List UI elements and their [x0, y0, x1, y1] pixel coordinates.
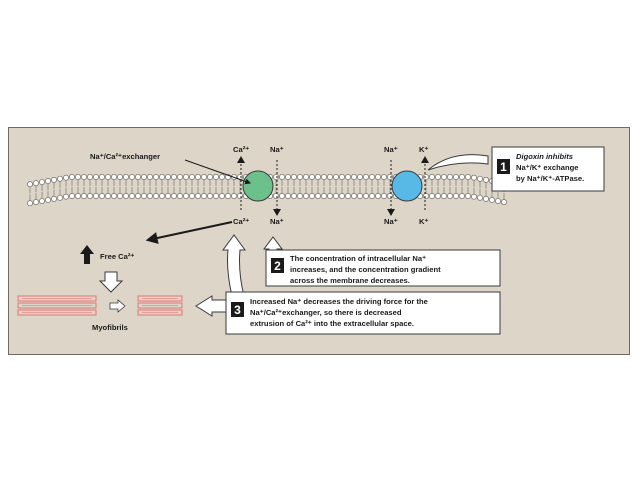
- callout-3-line-1: Increased Na⁺ decreases the driving forc…: [250, 297, 428, 306]
- callout-3-line-3: extrusion of Ca²⁺ into the extracellular…: [250, 319, 414, 328]
- exchanger-label: Na⁺/Ca²⁺exchanger: [90, 152, 160, 161]
- callout-1-line-3: by Na⁺/K⁺-ATPase.: [516, 174, 584, 183]
- step-1-number: 1: [500, 160, 507, 174]
- up-arrow-icon: [80, 245, 94, 264]
- ion-label-k-top: K⁺: [419, 145, 429, 154]
- myofibril-contracted: [137, 295, 183, 316]
- callout-3-pointer-up: [222, 234, 246, 297]
- cell-membrane: [27, 174, 507, 207]
- ion-label-na-top-2: Na⁺: [384, 145, 398, 154]
- callout-1-box: [491, 146, 605, 192]
- myofibrils-label: Myofibrils: [92, 323, 128, 332]
- callout-3-pointer-left: [195, 295, 231, 317]
- calcium-arrow: [145, 221, 233, 244]
- na-k-atpase: [391, 170, 423, 202]
- right-arrow-icon: [109, 299, 126, 313]
- step-1-badge: [497, 159, 510, 174]
- ion-label-na-bottom: Na⁺: [270, 217, 284, 226]
- step-2-badge: [271, 258, 284, 273]
- step-3-badge: [231, 302, 244, 317]
- na-ca-exchanger: [242, 170, 274, 202]
- myofibril-relaxed: [17, 295, 97, 316]
- down-arrow-icon: [98, 271, 124, 293]
- ion-label-na-top: Na⁺: [270, 145, 284, 154]
- callout-1-pointer: [427, 154, 489, 171]
- callout-1-line-1: Digoxin inhibits: [516, 152, 573, 161]
- free-calcium-label: Free Ca²⁺: [100, 252, 134, 261]
- exchanger-pointer: [184, 159, 252, 185]
- ion-flux-lines: [240, 160, 426, 212]
- step-2-number: 2: [274, 259, 281, 273]
- ion-label-ca-bottom: Ca²⁺: [233, 217, 249, 226]
- callout-1-line-2: Na⁺/K⁺ exchange: [516, 163, 578, 172]
- callout-3-line-2: Na⁺/Ca²⁺exchanger, so there is decreased: [250, 308, 402, 317]
- ion-label-ca-top: Ca²⁺: [233, 145, 249, 154]
- step-3-number: 3: [234, 303, 241, 317]
- callout-3-box: [225, 291, 501, 335]
- ion-label-k-bottom: K⁺: [419, 217, 429, 226]
- callout-2-line-1: The concentration of intracellular Na⁺: [290, 254, 426, 263]
- ion-label-na-bottom-2: Na⁺: [384, 217, 398, 226]
- callout-2-box: [265, 249, 501, 287]
- callout-2-line-2: increases, and the concentration gradien…: [290, 265, 441, 274]
- ion-arrowheads: [237, 156, 429, 216]
- callout-2-line-3: across the membrane decreases.: [290, 276, 410, 285]
